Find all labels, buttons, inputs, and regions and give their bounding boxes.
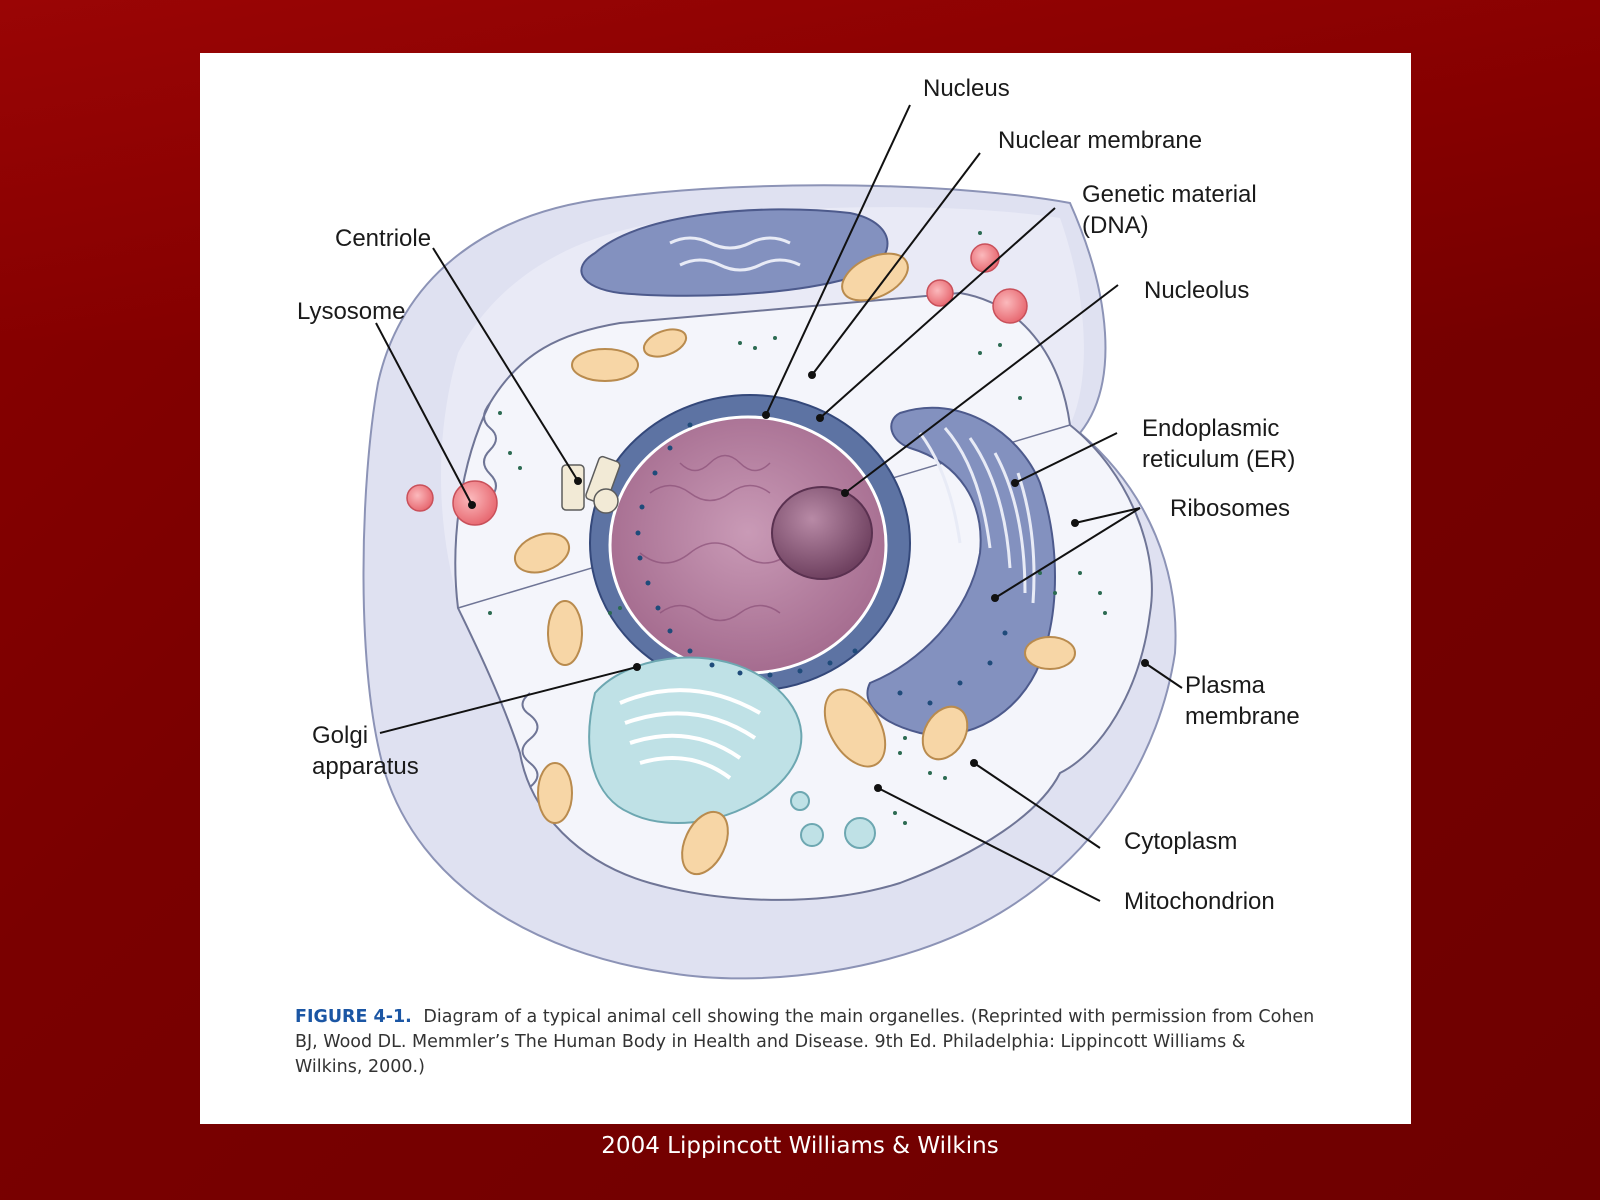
label-plasma-membrane: Plasma membrane: [1185, 672, 1300, 730]
figure-panel: Nucleus Nuclear membrane Genetic materia…: [200, 53, 1411, 1124]
label-mitochondrion: Mitochondrion: [1124, 888, 1275, 915]
golgi-vesicle: [844, 817, 876, 849]
figure-caption: FIGURE 4-1. Diagram of a typical animal …: [295, 1005, 1315, 1080]
golgi-vesicle: [800, 823, 824, 847]
copyright-footer: 2004 Lippincott Williams & Wilkins: [601, 1133, 999, 1159]
lysosome: [992, 288, 1028, 324]
membrane-wave: [483, 402, 497, 499]
caption-text: Diagram of a typical animal cell showing…: [295, 1007, 1315, 1077]
lysosome: [970, 243, 1000, 273]
label-nucleus: Nucleus: [923, 75, 1010, 102]
figure-number: FIGURE 4-1.: [295, 1007, 412, 1027]
membrane-wave-lower: [521, 692, 539, 788]
nucleolus: [771, 486, 873, 580]
golgi-folds: [619, 688, 761, 780]
label-genetic-material: Genetic material (DNA): [1082, 181, 1257, 239]
leader-dots: [468, 371, 1149, 792]
label-nucleolus: Nucleolus: [1144, 277, 1250, 304]
golgi-vesicle: [790, 791, 810, 811]
lysosome: [406, 484, 434, 512]
mitochondria: [513, 252, 1076, 876]
label-lysosome: Lysosome: [297, 298, 406, 325]
free-ribosomes: [488, 231, 1107, 825]
animal-cell-diagram: [362, 104, 1183, 980]
label-nuclear-membrane: Nuclear membrane: [998, 127, 1203, 154]
ribosomes: [635, 422, 1008, 706]
lysosome: [926, 279, 954, 307]
chromatin: [639, 454, 791, 622]
leader-lines: [375, 104, 1183, 902]
label-golgi-apparatus: Golgi apparatus: [312, 722, 419, 780]
label-ribosomes: Ribosomes: [1170, 495, 1291, 522]
label-cytoplasm: Cytoplasm: [1124, 828, 1238, 855]
centriole: [561, 455, 621, 514]
er-top-folds: [669, 236, 801, 272]
rough-er-folds: [918, 427, 1036, 604]
label-endoplasmic-reticulum: Endoplasmic reticulum (ER): [1142, 415, 1296, 473]
golgi: [588, 656, 803, 824]
label-centriole: Centriole: [335, 225, 432, 252]
rough-er: [866, 406, 1056, 736]
